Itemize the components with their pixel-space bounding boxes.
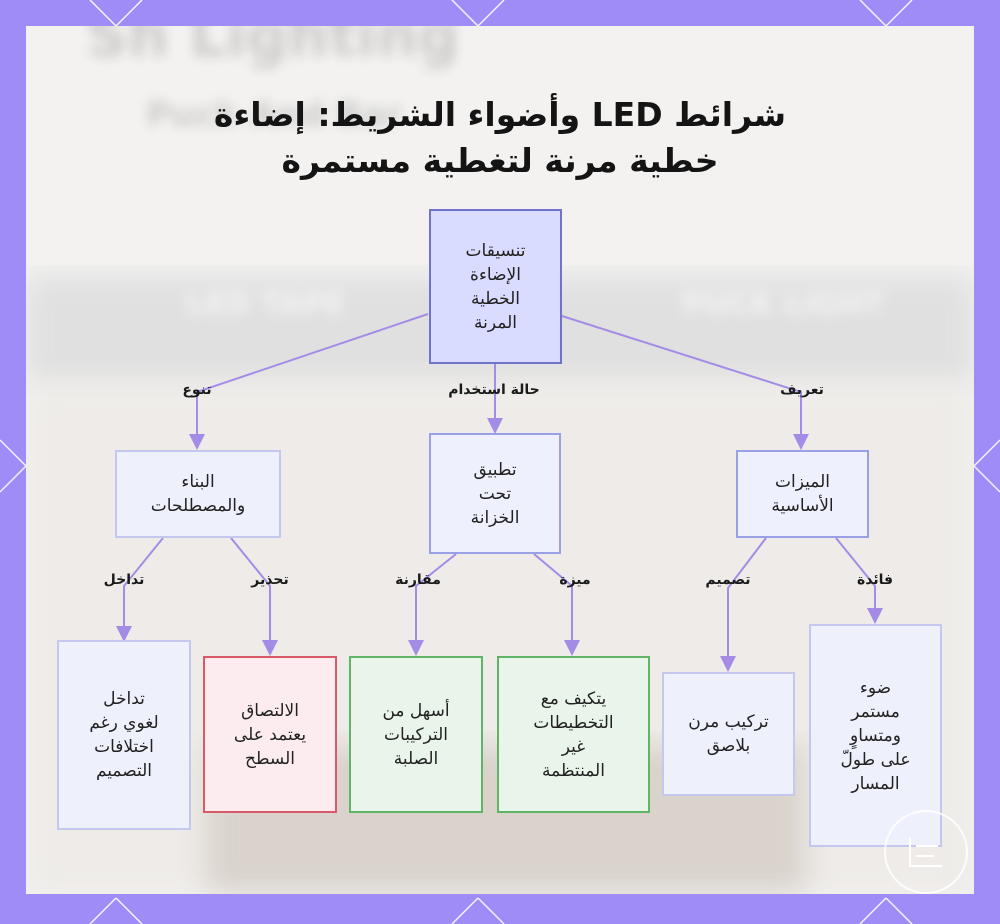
edge-label-warning: تحذير — [251, 572, 288, 588]
edge-cabinet-easier — [416, 554, 456, 652]
edge-root-terms — [197, 314, 428, 446]
node-flexible-mounting: تركيب مرن بلاصق — [662, 672, 795, 796]
node-under-cabinet: تطبيق تحت الخزانة — [429, 433, 561, 554]
edge-label-comparison: مقارنة — [395, 572, 441, 588]
node-construction-terms: البناء والمصطلحات — [115, 450, 281, 538]
node-adhesion-warning: الالتصاق يعتمد على السطح — [203, 656, 337, 813]
edge-cabinet-adapts — [534, 554, 572, 652]
edge-terms-adhesion — [231, 538, 270, 652]
edge-label-benefit: فائدة — [857, 572, 893, 588]
node-easier-than-rigid: أسهل من التركيبات الصلبة — [349, 656, 483, 813]
diagram-card: Sh Lighting Puck And Bar LED TAPE PUCK L… — [26, 26, 974, 894]
node-adapts-layouts: يتكيف مع التخطيطات غير المنتظمة — [497, 656, 650, 813]
node-core-features: الميزات الأساسية — [736, 450, 869, 538]
edge-label-definition: تعريف — [780, 382, 824, 398]
edge-label-advantage: ميزة — [559, 572, 590, 588]
edge-label-use-case: حالة استخدام — [448, 382, 540, 398]
edge-root-features — [562, 316, 801, 446]
edge-features-flexible — [728, 538, 766, 668]
node-root: تنسيقات الإضاءة الخطية المرنة — [429, 209, 562, 364]
edge-label-variety: تنوع — [182, 382, 211, 398]
edge-terms-overlap — [124, 538, 163, 638]
node-language-overlap: تداخل لغوي رغم اختلافات التصميم — [57, 640, 191, 830]
edge-label-overlap: تداخل — [104, 572, 145, 588]
brand-logo-icon — [884, 810, 968, 894]
edge-label-design: تصميم — [705, 572, 750, 588]
